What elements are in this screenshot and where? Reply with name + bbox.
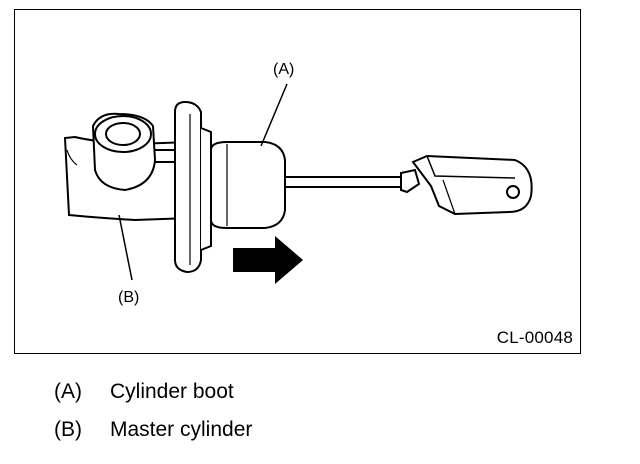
legend: (A) Cylinder boot (B) Master cylinder: [54, 380, 252, 456]
mounting-flange: [174, 100, 212, 274]
figure-code: CL-00048: [496, 328, 573, 347]
push-rod: [284, 168, 421, 194]
callout-a: (A): [273, 61, 294, 78]
figure-frame: (A) (B) CL-00048: [14, 9, 581, 354]
callout-b: (B): [118, 289, 139, 306]
master-cylinder-body: [63, 112, 191, 222]
legend-text: Cylinder boot: [110, 380, 234, 403]
leader-line-b: [118, 214, 133, 281]
leader-line-a: [260, 83, 288, 147]
legend-item-b: (B) Master cylinder: [54, 418, 252, 456]
direction-arrow: [233, 236, 303, 284]
legend-key: (B): [54, 418, 82, 441]
clevis: [411, 154, 533, 216]
master-cylinder-diagram: (A) (B): [63, 61, 533, 306]
legend-item-a: (A) Cylinder boot: [54, 380, 252, 418]
legend-text: Master cylinder: [110, 418, 253, 441]
cylinder-boot: [210, 141, 286, 229]
legend-key: (A): [54, 380, 82, 403]
